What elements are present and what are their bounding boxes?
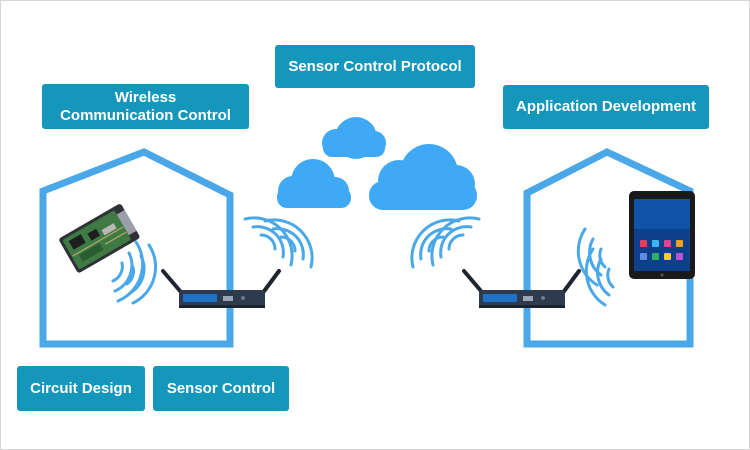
wifi-waves-icon-tablet bbox=[576, 227, 615, 307]
wifi-waves-icon-left-router bbox=[243, 216, 314, 269]
wifi-waves-icon-right-router bbox=[410, 216, 481, 269]
cloud-icon-top bbox=[322, 117, 386, 159]
router-icon-right bbox=[462, 269, 581, 308]
application-development-label: Application Development bbox=[503, 85, 709, 129]
circuit-board-icon bbox=[59, 204, 140, 273]
wifi-waves-icon-circuit bbox=[111, 240, 158, 305]
router-icon-left bbox=[161, 269, 281, 308]
tablet-icon bbox=[629, 191, 695, 279]
sensor-control-protocol-label: Sensor Control Protocol bbox=[275, 45, 475, 88]
cloud-icon-left bbox=[277, 159, 351, 208]
circuit-design-label: Circuit Design bbox=[17, 366, 145, 411]
sensor-control-label: Sensor Control bbox=[153, 366, 289, 411]
left-house-icon bbox=[39, 148, 234, 348]
cloud-icon-right bbox=[369, 144, 477, 210]
wireless-communication-control-label: Wireless Communication Control bbox=[42, 84, 249, 129]
